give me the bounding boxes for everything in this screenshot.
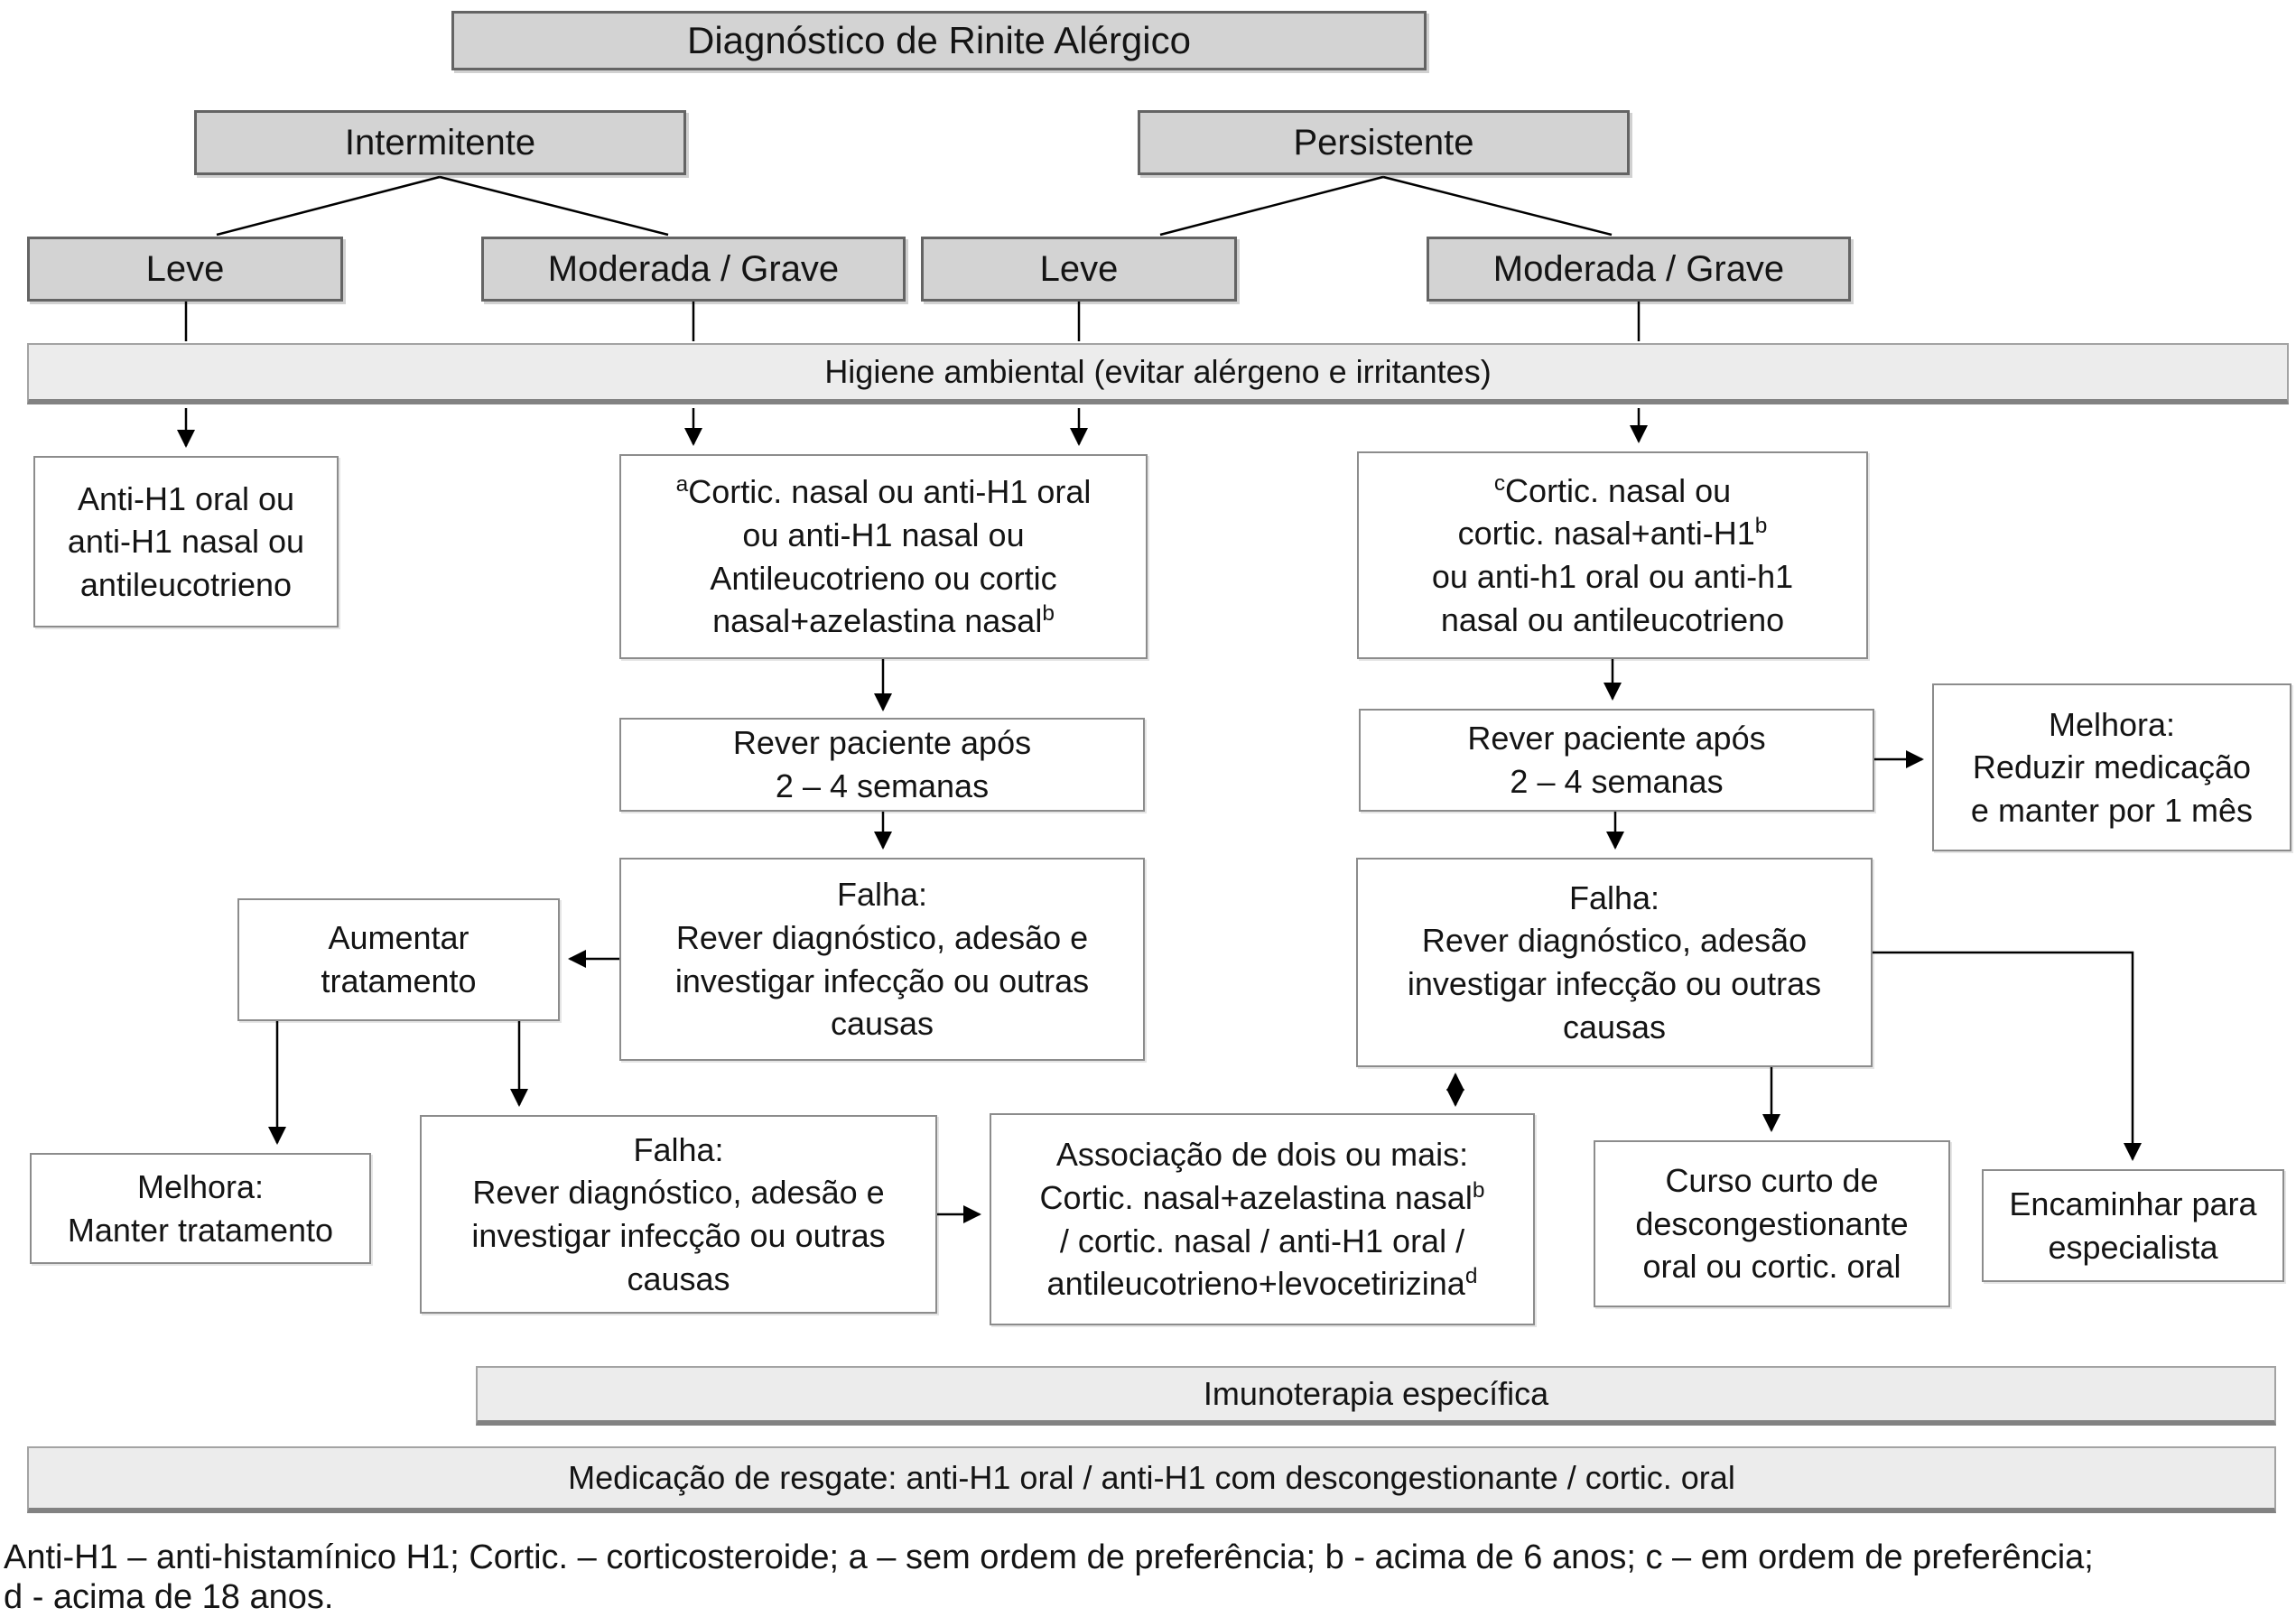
leve-persistente-box: Leve: [921, 237, 1237, 302]
title-box: Diagnóstico de Rinite Alérgico: [451, 11, 1427, 70]
line-intermitente-leve: [216, 175, 441, 237]
associacao-box: Associação de dois ou mais:Cortic. nasal…: [990, 1113, 1535, 1325]
higiene-bar: Higiene ambiental (evitar alérgeno e irr…: [27, 343, 2289, 404]
intermitente-box: Intermitente: [194, 110, 686, 175]
line-persistente-leve: [1159, 175, 1384, 237]
imunoterapia-bar: Imunoterapia específica: [476, 1366, 2276, 1426]
moderada-grave-intermitente-box: Moderada / Grave: [481, 237, 906, 302]
footnote: Anti-H1 – anti-histamínico H1; Cortic. –…: [4, 1538, 2094, 1617]
arrow-falha-right-encaminhar: [1873, 951, 2142, 1161]
medicacao-resgate-bar: Medicação de resgate: anti-H1 oral / ant…: [27, 1446, 2276, 1513]
leve-intermitente-box: Leve: [27, 237, 343, 302]
moderada-grave-persistente-box: Moderada / Grave: [1427, 237, 1851, 302]
line-intermitente-moderada: [439, 175, 669, 237]
melhora-manter-box: Melhora:Manter tratamento: [30, 1153, 371, 1264]
persistente-box: Persistente: [1138, 110, 1630, 175]
line-persistente-moderada: [1382, 175, 1613, 237]
